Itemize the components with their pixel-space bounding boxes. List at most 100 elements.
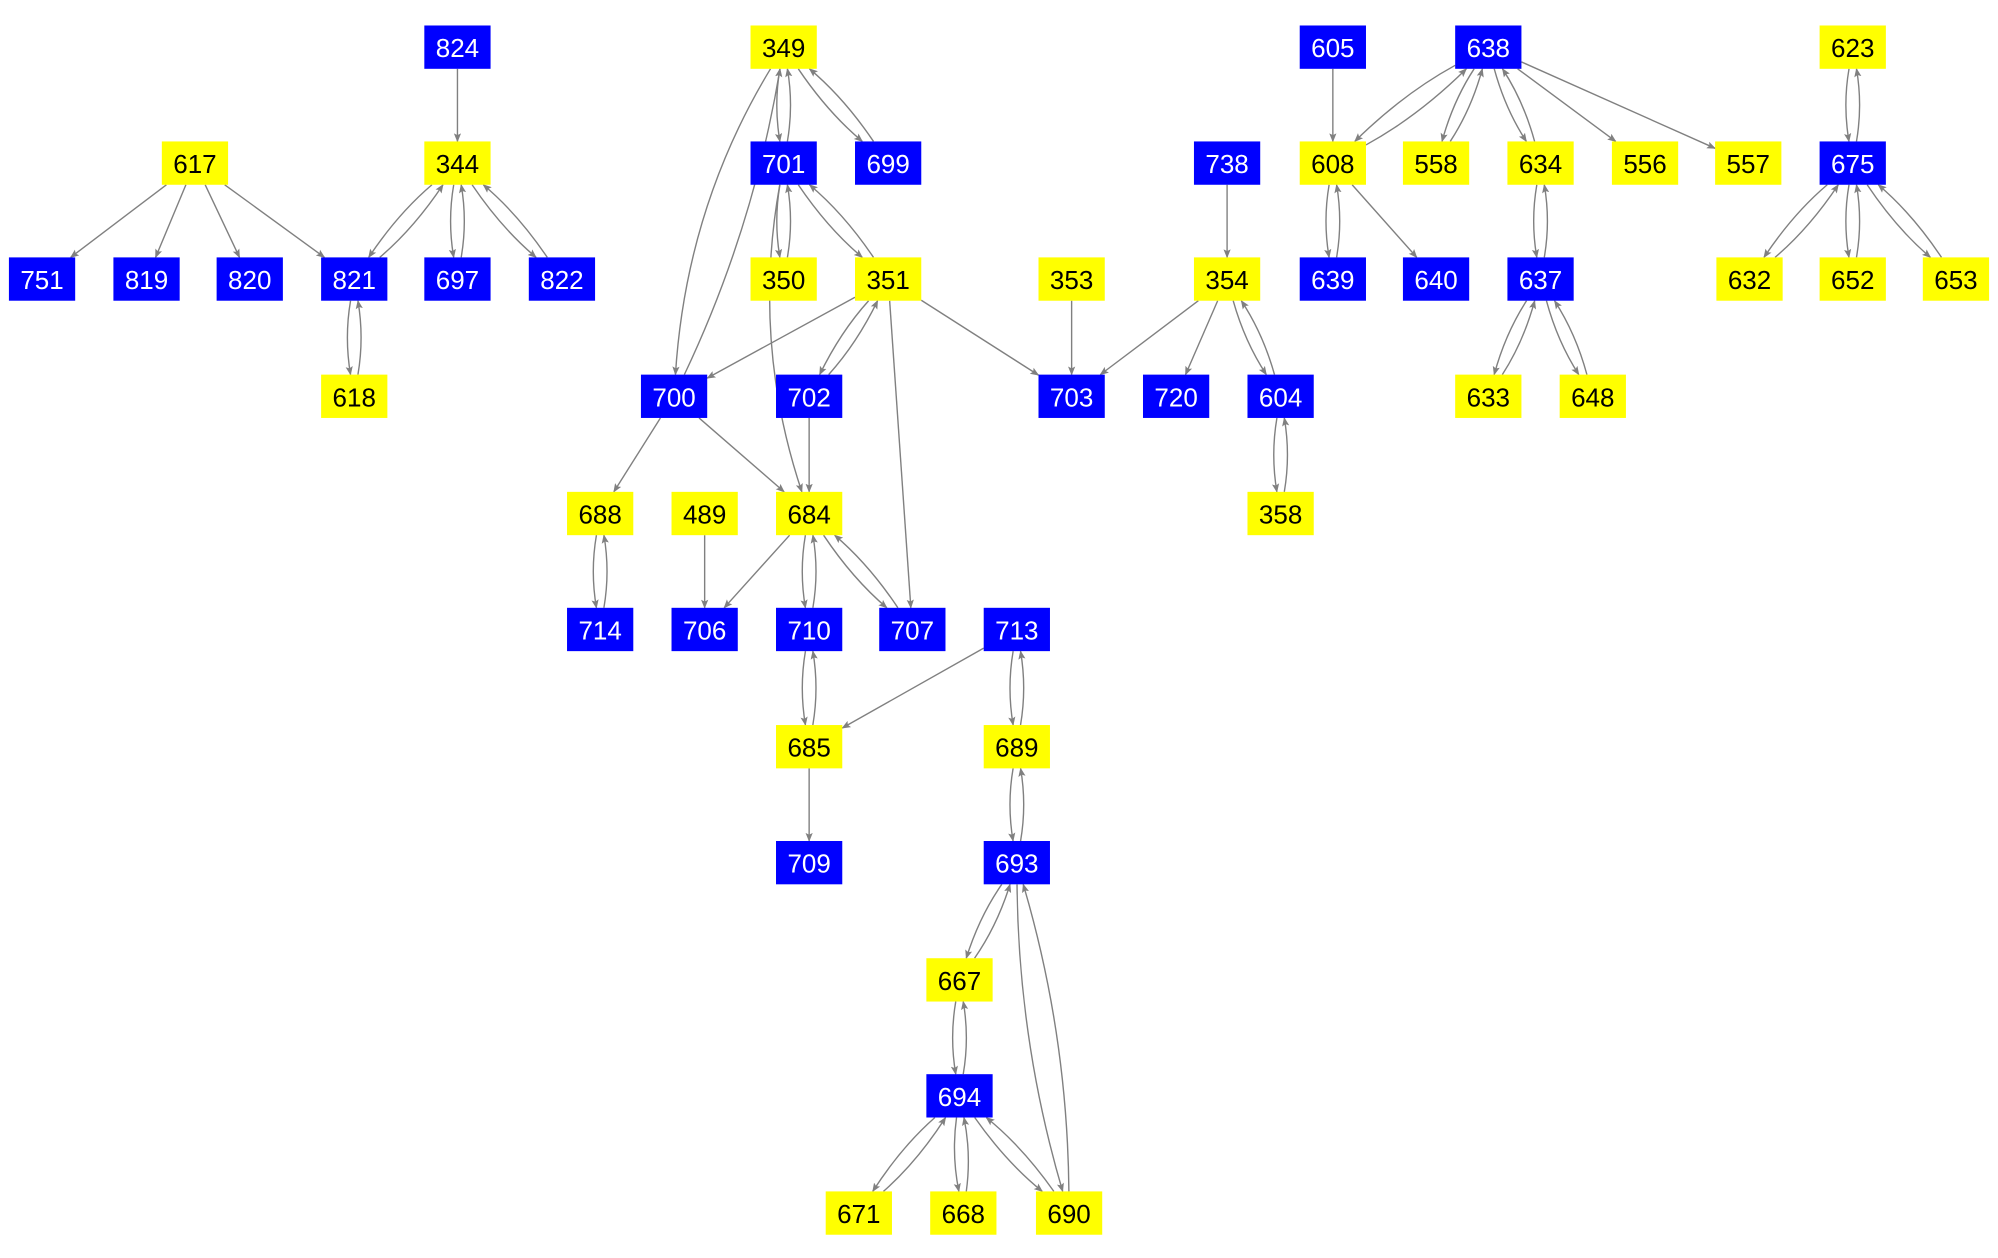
edges-layer (69, 61, 1943, 1193)
node-819[interactable]: 819 (113, 257, 180, 301)
edge-637-to-634 (1542, 183, 1550, 258)
edge-701-to-351 (797, 184, 864, 258)
node-639[interactable]: 639 (1299, 257, 1366, 301)
edge-617-to-819 (154, 184, 187, 259)
node-701[interactable]: 701 (750, 141, 817, 185)
node-box (321, 257, 388, 301)
node-558[interactable]: 558 (1402, 141, 1470, 185)
edge-652-to-675 (1854, 183, 1862, 258)
node-700[interactable]: 700 (640, 374, 708, 418)
node-751[interactable]: 751 (8, 257, 76, 301)
edge-558-to-638 (1449, 67, 1484, 142)
nodes-layer: 824 617 344 751 819 820 821 697 822 618 349 701 699 3… (8, 25, 1990, 1235)
node-box (750, 141, 817, 185)
edge-617-to-820 (204, 184, 241, 259)
node-354[interactable]: 354 (1193, 257, 1261, 301)
edge-351-to-702 (819, 300, 870, 376)
node-label: 634 (1519, 149, 1562, 179)
node-667[interactable]: 667 (926, 958, 993, 1002)
node-675[interactable]: 675 (1819, 141, 1886, 185)
node-349[interactable]: 349 (750, 25, 817, 69)
node-box (926, 1074, 993, 1118)
node-label: 671 (837, 1199, 880, 1229)
edge-714-to-688 (601, 534, 609, 608)
node-label: 639 (1311, 265, 1354, 295)
node-668[interactable]: 668 (930, 1191, 997, 1235)
node-608[interactable]: 608 (1299, 141, 1366, 185)
node-653[interactable]: 653 (1922, 257, 1990, 301)
node-353[interactable]: 353 (1038, 257, 1105, 301)
node-617[interactable]: 617 (161, 141, 229, 185)
node-694[interactable]: 694 (926, 1074, 993, 1118)
node-351[interactable]: 351 (855, 257, 922, 301)
node-690[interactable]: 690 (1035, 1191, 1103, 1235)
node-738[interactable]: 738 (1193, 141, 1261, 185)
node-824[interactable]: 824 (424, 25, 491, 69)
node-label: 350 (762, 265, 805, 295)
node-556[interactable]: 556 (1611, 141, 1679, 185)
node-820[interactable]: 820 (216, 257, 283, 301)
edge-667-to-693 (973, 883, 1012, 959)
node-652[interactable]: 652 (1819, 257, 1886, 301)
edge-694-to-667 (961, 1000, 969, 1075)
node-557[interactable]: 557 (1715, 141, 1782, 185)
edge-699-to-349 (808, 68, 875, 142)
node-709[interactable]: 709 (776, 840, 843, 885)
node-684[interactable]: 684 (776, 491, 843, 536)
node-638[interactable]: 638 (1455, 25, 1522, 69)
node-713[interactable]: 713 (983, 607, 1050, 652)
node-box (750, 25, 817, 69)
node-box (528, 257, 596, 301)
node-604[interactable]: 604 (1247, 374, 1314, 418)
edge-700-to-688 (613, 417, 662, 493)
node-689[interactable]: 689 (983, 725, 1050, 769)
node-821[interactable]: 821 (321, 257, 388, 301)
node-605[interactable]: 605 (1299, 25, 1366, 69)
node-box (1715, 141, 1782, 185)
node-box (424, 141, 491, 185)
node-633[interactable]: 633 (1455, 374, 1522, 418)
node-714[interactable]: 714 (567, 607, 634, 652)
edge-694-to-671 (872, 1116, 936, 1193)
node-box (1193, 257, 1261, 301)
node-box (1455, 25, 1522, 69)
node-685[interactable]: 685 (776, 725, 843, 769)
edge-634-to-638 (1501, 68, 1536, 142)
edge-689-to-713 (1018, 650, 1026, 726)
edge-349-to-701 (774, 68, 783, 143)
node-822[interactable]: 822 (528, 257, 596, 301)
node-671[interactable]: 671 (825, 1191, 892, 1235)
edge-618-to-821 (355, 299, 363, 375)
node-706[interactable]: 706 (671, 607, 738, 652)
node-702[interactable]: 702 (776, 374, 843, 418)
edge-700-to-349 (683, 67, 783, 375)
node-box (1819, 141, 1886, 185)
node-350[interactable]: 350 (750, 257, 817, 301)
node-358[interactable]: 358 (1247, 491, 1314, 536)
edge-821-to-618 (345, 300, 353, 376)
node-box (776, 491, 843, 536)
node-710[interactable]: 710 (776, 607, 843, 652)
node-637[interactable]: 637 (1507, 257, 1574, 301)
node-648[interactable]: 648 (1559, 374, 1626, 418)
node-box (1142, 374, 1210, 418)
node-720[interactable]: 720 (1142, 374, 1210, 418)
node-699[interactable]: 699 (855, 141, 922, 185)
node-box (855, 257, 922, 301)
node-640[interactable]: 640 (1402, 257, 1470, 301)
node-box (567, 491, 634, 536)
node-box (671, 607, 738, 652)
node-688[interactable]: 688 (567, 491, 634, 536)
node-707[interactable]: 707 (879, 607, 946, 652)
node-623[interactable]: 623 (1819, 25, 1886, 69)
node-693[interactable]: 693 (983, 840, 1050, 885)
node-618[interactable]: 618 (321, 374, 388, 418)
node-632[interactable]: 632 (1716, 257, 1783, 301)
node-634[interactable]: 634 (1507, 141, 1574, 185)
node-344[interactable]: 344 (424, 141, 491, 185)
node-label: 617 (173, 149, 216, 179)
node-697[interactable]: 697 (424, 257, 491, 301)
node-489[interactable]: 489 (671, 491, 738, 536)
node-703[interactable]: 703 (1038, 374, 1105, 418)
edge-349-to-699 (797, 68, 864, 143)
